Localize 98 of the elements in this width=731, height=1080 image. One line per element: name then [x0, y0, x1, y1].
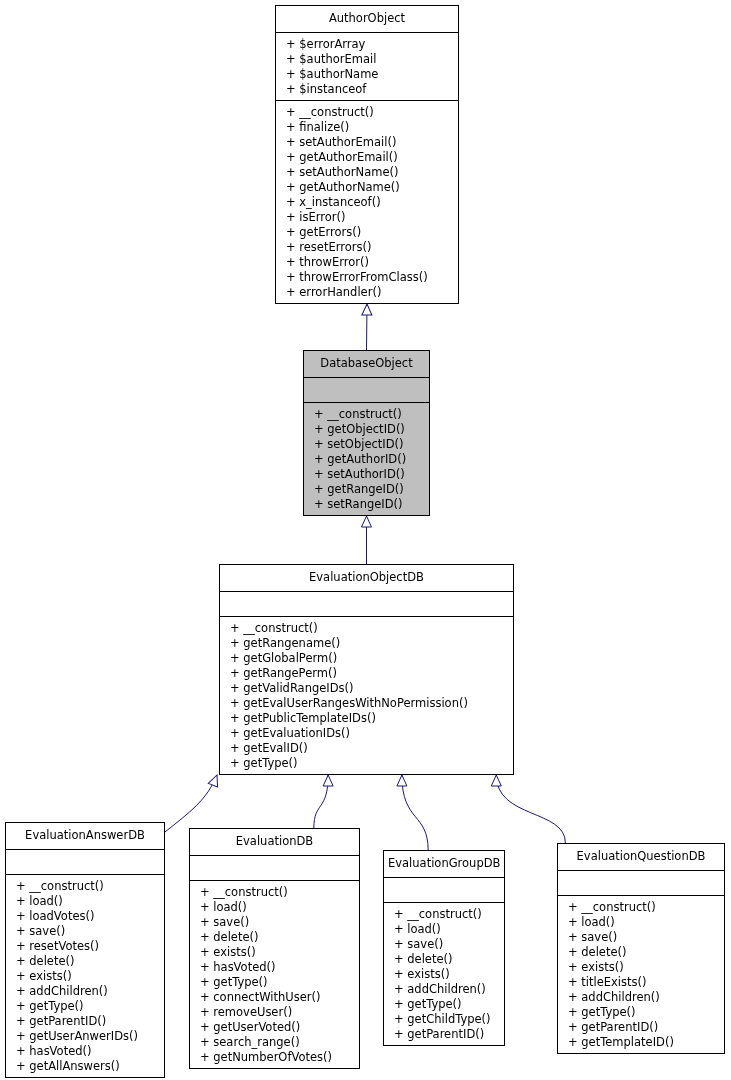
method: + getType()	[200, 975, 269, 990]
class-name: EvaluationObjectDB	[308, 569, 425, 586]
method: + search_range()	[200, 1035, 301, 1050]
class-name: EvaluationDB	[234, 833, 315, 850]
method: + getRangePerm()	[230, 666, 338, 681]
method: + delete()	[394, 952, 454, 967]
attribute: + $authorName	[286, 67, 380, 82]
method: + load()	[568, 915, 616, 930]
method: + loadVotes()	[16, 909, 96, 924]
method: + exists()	[568, 960, 625, 975]
method: + getErrors()	[286, 225, 363, 240]
method: + __construct()	[394, 907, 483, 922]
method: + resetVotes()	[16, 939, 100, 954]
inheritance-arrow	[396, 774, 429, 851]
method: + getAuthorEmail()	[286, 150, 399, 165]
class-box	[303, 350, 430, 516]
inheritance-arrow	[361, 303, 373, 351]
method: + save()	[200, 915, 251, 930]
method: + getGlobalPerm()	[230, 651, 339, 666]
method: + resetErrors()	[286, 240, 373, 255]
method: + getAuthorName()	[286, 180, 401, 195]
method: + throwErrorFromClass()	[286, 270, 429, 285]
class-box	[5, 822, 165, 1078]
method: + load()	[394, 922, 442, 937]
method: + getType()	[230, 756, 299, 771]
method: + getType()	[394, 997, 463, 1012]
method: + load()	[16, 894, 64, 909]
method: + x_instanceof()	[286, 195, 382, 210]
method: + exists()	[16, 969, 73, 984]
method: + getChildType()	[394, 1012, 492, 1027]
method: + getParentID()	[568, 1020, 660, 1035]
class-name: AuthorObject	[327, 10, 407, 27]
method: + addChildren()	[16, 984, 109, 999]
method: + connectWithUser()	[200, 990, 322, 1005]
method: + getObjectID()	[314, 422, 406, 437]
method: + getEvalUserRangesWithNoPermission()	[230, 696, 469, 711]
method: + getUserAnwerIDs()	[16, 1029, 139, 1044]
method: + __construct()	[16, 879, 105, 894]
method: + exists()	[394, 967, 451, 982]
method: + getRangeID()	[314, 482, 405, 497]
method: + getUserVoted()	[200, 1020, 302, 1035]
method: + delete()	[200, 930, 260, 945]
method: + getType()	[568, 1005, 637, 1020]
method: + throwError()	[286, 255, 370, 270]
method: + getTemplateID()	[568, 1035, 675, 1050]
class-name: EvaluationGroupDB	[387, 855, 502, 872]
method: + removeUser()	[200, 1005, 294, 1020]
class-box	[219, 564, 514, 775]
method: + getType()	[16, 999, 85, 1014]
attribute: + $authorEmail	[286, 52, 378, 67]
method: + __construct()	[314, 407, 403, 422]
method: + save()	[16, 924, 67, 939]
method: + errorHandler()	[286, 285, 383, 300]
method: + addChildren()	[568, 990, 661, 1005]
method: + hasVoted()	[16, 1044, 93, 1059]
method: + delete()	[16, 954, 76, 969]
method: + setObjectID()	[314, 437, 405, 452]
inheritance-arrow	[492, 774, 566, 844]
method: + save()	[568, 930, 619, 945]
method: + hasVoted()	[200, 960, 277, 975]
method: + load()	[200, 900, 248, 915]
class-box	[557, 843, 725, 1054]
method: + setAuthorName()	[286, 165, 400, 180]
inheritance-arrow	[313, 774, 334, 829]
class-name: DatabaseObject	[319, 355, 414, 372]
method: + getEvaluationIDs()	[230, 726, 352, 741]
method: + delete()	[568, 945, 628, 960]
attribute: + $instanceof	[286, 82, 368, 97]
attribute: + $errorArray	[286, 37, 367, 52]
method: + getValidRangeIDs()	[230, 681, 355, 696]
class-box	[189, 828, 360, 1069]
method: + __construct()	[230, 621, 319, 636]
class-box	[275, 5, 459, 304]
method: + addChildren()	[394, 982, 487, 997]
inheritance-arrow	[164, 774, 218, 833]
method: + getAllAnswers()	[16, 1059, 121, 1074]
method: + setAuthorEmail()	[286, 135, 398, 150]
method: + getEvalID()	[230, 741, 309, 756]
method: + __construct()	[286, 105, 375, 120]
class-name: EvaluationAnswerDB	[24, 827, 146, 844]
class-name: EvaluationQuestionDB	[575, 848, 707, 865]
method: + getNumberOfVotes()	[200, 1050, 334, 1065]
method: + getParentID()	[394, 1027, 486, 1042]
method: + getAuthorID()	[314, 452, 408, 467]
method: + exists()	[200, 945, 257, 960]
method: + getParentID()	[16, 1014, 108, 1029]
method: + save()	[394, 937, 445, 952]
class-box	[383, 850, 505, 1046]
method: + getPublicTemplateIDs()	[230, 711, 377, 726]
method: + __construct()	[568, 900, 657, 915]
method: + titleExists()	[568, 975, 648, 990]
method: + __construct()	[200, 885, 289, 900]
method: + setAuthorID()	[314, 467, 406, 482]
method: + getRangename()	[230, 636, 342, 651]
method: + isError()	[286, 210, 347, 225]
method: + finalize()	[286, 120, 351, 135]
method: + setRangeID()	[314, 497, 404, 512]
inheritance-arrow	[361, 515, 372, 565]
